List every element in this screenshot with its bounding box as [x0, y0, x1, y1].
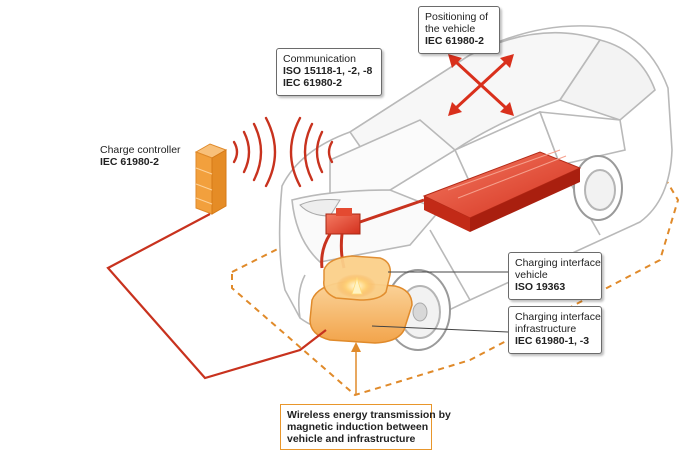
wireless-label-line3: vehicle and infrastructure — [287, 433, 416, 445]
wireless-label-line1: Wireless energy transmission by — [287, 409, 451, 421]
interface-infrastructure-label-line2: infrastructure — [515, 323, 577, 335]
interface-infrastructure-label-line1: Charging interface — [515, 311, 601, 323]
interface-vehicle-label-standard: ISO 19363 — [515, 281, 566, 293]
vehicle-pickup-pad — [323, 255, 392, 301]
charge-controller-label-standard: IEC 61980-2 — [100, 156, 159, 168]
supply-cable — [106, 213, 327, 380]
communication-label-standard-iso: ISO 15118-1, -2, -8 — [283, 65, 373, 77]
charge-controller-label-title: Charge controller — [100, 144, 181, 156]
positioning-label: Positioning of the vehicle IEC 61980-2 — [418, 6, 500, 54]
traction-battery — [422, 149, 582, 232]
wireless-label-line2: magnetic induction between — [287, 421, 429, 433]
interface-vehicle-label-line1: Charging interface — [515, 257, 601, 269]
hv-cable — [359, 198, 425, 224]
communication-waves — [232, 116, 334, 188]
positioning-arrows-icon — [448, 54, 514, 116]
interface-infrastructure-label-standard: IEC 61980-1, -3 — [515, 335, 590, 347]
leader-lines — [371, 271, 509, 333]
power-electronics-unit — [320, 208, 361, 269]
interface-vehicle-label: Charging interface vehicle ISO 19363 — [508, 252, 602, 300]
wireless-leader-arrow — [351, 342, 361, 395]
charge-controller-label: Charge controller IEC 61980-2 — [94, 140, 188, 176]
headlight — [299, 199, 341, 217]
interface-vehicle-label-line2: vehicle — [515, 269, 548, 281]
positioning-label-line1: Positioning of — [425, 11, 489, 23]
communication-label-title: Communication — [283, 53, 356, 65]
communication-label-standard-iec: IEC 61980-2 — [283, 77, 342, 89]
wireless-transmission-label: Wireless energy transmission by magnetic… — [280, 404, 451, 450]
communication-label: Communication ISO 15118-1, -2, -8 IEC 61… — [276, 48, 382, 96]
charge-controller-unit — [194, 143, 228, 215]
positioning-label-standard: IEC 61980-2 — [425, 35, 484, 47]
wheel-rear — [573, 155, 623, 221]
interface-infrastructure-label: Charging interface infrastructure IEC 61… — [508, 306, 602, 354]
positioning-label-line2: the vehicle — [425, 23, 476, 35]
